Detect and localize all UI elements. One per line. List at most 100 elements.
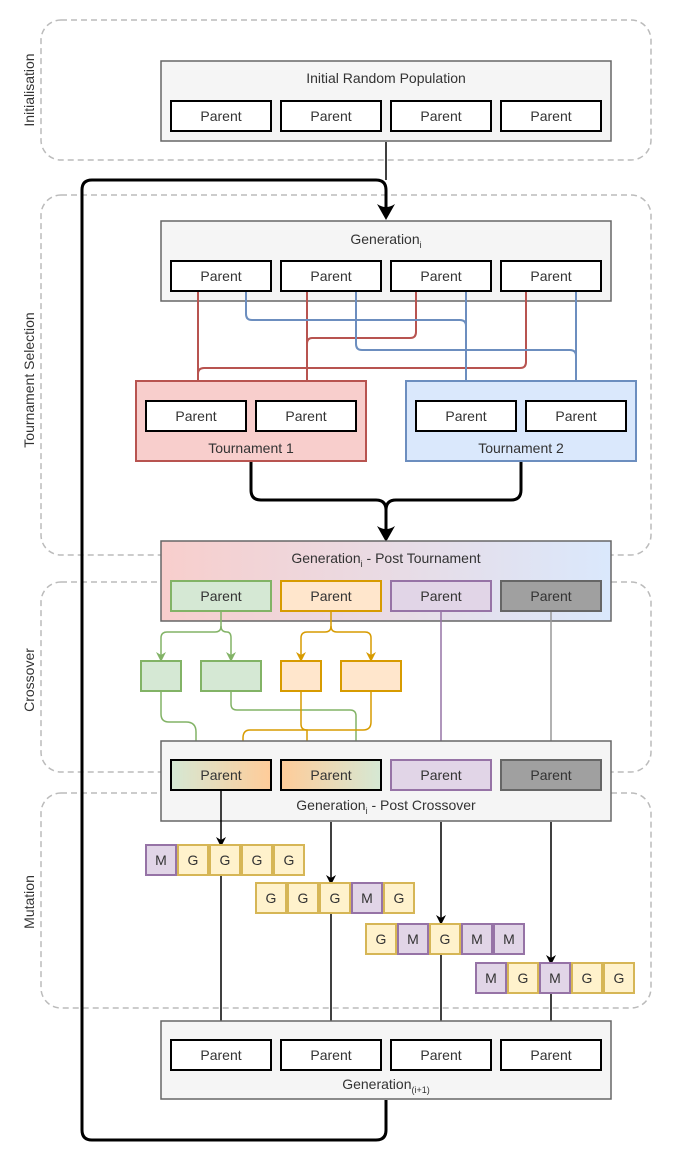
generation-i-box: Generationi Parent Parent Parent Parent — [160, 220, 612, 302]
initial-population-box: Initial Random Population Parent Parent … — [160, 60, 612, 142]
gene-cell — [287, 882, 319, 914]
tournament-1-title: Tournament 1 — [208, 440, 294, 456]
parent-label: Parent — [420, 767, 461, 783]
gene-cell — [571, 962, 603, 994]
gene-letter: M — [361, 890, 373, 906]
parent-label: Parent — [420, 1047, 461, 1063]
loop-arrow-head — [377, 204, 395, 220]
gene-letter: M — [549, 970, 561, 986]
parent-label: Parent — [530, 268, 571, 284]
gene-letter: M — [471, 931, 483, 947]
gene-cell — [383, 882, 415, 914]
parent-label: Parent — [420, 268, 461, 284]
post-tournament-title: Generationi - Post Tournament — [291, 550, 480, 569]
gene-cell — [241, 844, 273, 876]
post-tournament-box: Generationi - Post Tournament Parent Par… — [160, 540, 612, 622]
tournament-merge-connector — [249, 462, 523, 534]
parent-label: Parent — [200, 588, 241, 604]
mutated-gene-cell — [493, 923, 525, 955]
gene-letter: G — [440, 931, 451, 947]
parent-label: Parent — [200, 1047, 241, 1063]
stage-regions — [40, 19, 652, 1009]
mutation-arrows — [216, 791, 556, 1041]
gene-letter: G — [220, 852, 231, 868]
gene-cell — [429, 923, 461, 955]
parent-label: Parent — [200, 268, 241, 284]
gene-letter: M — [485, 970, 497, 986]
post-crossover-box: Parent Parent Parent Parent Generationi … — [160, 740, 612, 822]
tournament-selection-region — [40, 194, 652, 556]
gene-letter: G — [284, 852, 295, 868]
gene-cell — [603, 962, 635, 994]
mutated-gene-cell — [145, 844, 177, 876]
parent-label: Parent — [310, 1047, 351, 1063]
generation-i-parents: Parent Parent Parent Parent — [170, 260, 602, 292]
gene-letter: M — [407, 931, 419, 947]
gene-letter: G — [394, 890, 405, 906]
parent-label: Parent — [420, 108, 461, 124]
gene-cell — [177, 844, 209, 876]
crossover-connectors — [156, 612, 556, 762]
parent-label: Parent — [200, 108, 241, 124]
initial-parents: Parent Parent Parent Parent — [170, 100, 602, 132]
gene-cell — [209, 844, 241, 876]
stage-label-initialisation: Initialisation — [21, 53, 37, 126]
gene-cell — [319, 882, 351, 914]
parent-label: Parent — [200, 767, 241, 783]
merge-arrow-head — [377, 526, 395, 542]
parent-label: Parent — [175, 408, 216, 424]
parent-label: Parent — [445, 408, 486, 424]
parent-label: Parent — [530, 1047, 571, 1063]
gene-cell — [365, 923, 397, 955]
gene-letter: M — [155, 852, 167, 868]
tournament-1-box: Parent Parent Tournament 1 — [135, 380, 367, 462]
parent-label: Parent — [530, 108, 571, 124]
mutated-gene-cell — [351, 882, 383, 914]
stage-label-tournament-selection: Tournament Selection — [21, 312, 37, 447]
mutated-gene-cell — [397, 923, 429, 955]
gene-cell — [255, 882, 287, 914]
parent-label: Parent — [310, 588, 351, 604]
stage-label-mutation: Mutation — [21, 875, 37, 929]
parent-label: Parent — [555, 408, 596, 424]
gene-cell — [507, 962, 539, 994]
tournament-2-title: Tournament 2 — [478, 440, 564, 456]
generation-i-title: Generationi — [350, 231, 421, 250]
generation-loop-arrow — [80, 178, 388, 1142]
gene-letter: G — [330, 890, 341, 906]
parent-label: Parent — [285, 408, 326, 424]
tournament-connectors — [193, 292, 581, 395]
parent-label: Parent — [310, 108, 351, 124]
mutated-gene-cell — [461, 923, 493, 955]
gene-letter: G — [614, 970, 625, 986]
gene-letter: G — [582, 970, 593, 986]
crossover-fragments — [140, 660, 402, 692]
initial-population-title: Initial Random Population — [306, 70, 466, 86]
gene-letter: M — [503, 931, 515, 947]
mutated-gene-cell — [539, 962, 571, 994]
generation-next-box: Parent Parent Parent Parent Generation(i… — [160, 1020, 612, 1100]
mutated-gene-cell — [475, 962, 507, 994]
gene-letter: G — [298, 890, 309, 906]
parent-label: Parent — [310, 268, 351, 284]
stage-label-crossover: Crossover — [21, 648, 37, 712]
parent-label: Parent — [530, 588, 571, 604]
parent-label: Parent — [530, 767, 571, 783]
gene-letter: G — [266, 890, 277, 906]
gene-letter: G — [376, 931, 387, 947]
tournament-2-box: Parent Parent Tournament 2 — [405, 380, 637, 462]
gene-letter: G — [518, 970, 529, 986]
initialisation-region — [40, 19, 652, 161]
post-crossover-title: Generationi - Post Crossover — [296, 797, 476, 816]
gene-letter: G — [252, 852, 263, 868]
gene-cell — [273, 844, 305, 876]
parent-label: Parent — [420, 588, 461, 604]
generation-next-title: Generation(i+1) — [342, 1076, 430, 1095]
gene-letter: G — [188, 852, 199, 868]
parent-label: Parent — [310, 767, 351, 783]
